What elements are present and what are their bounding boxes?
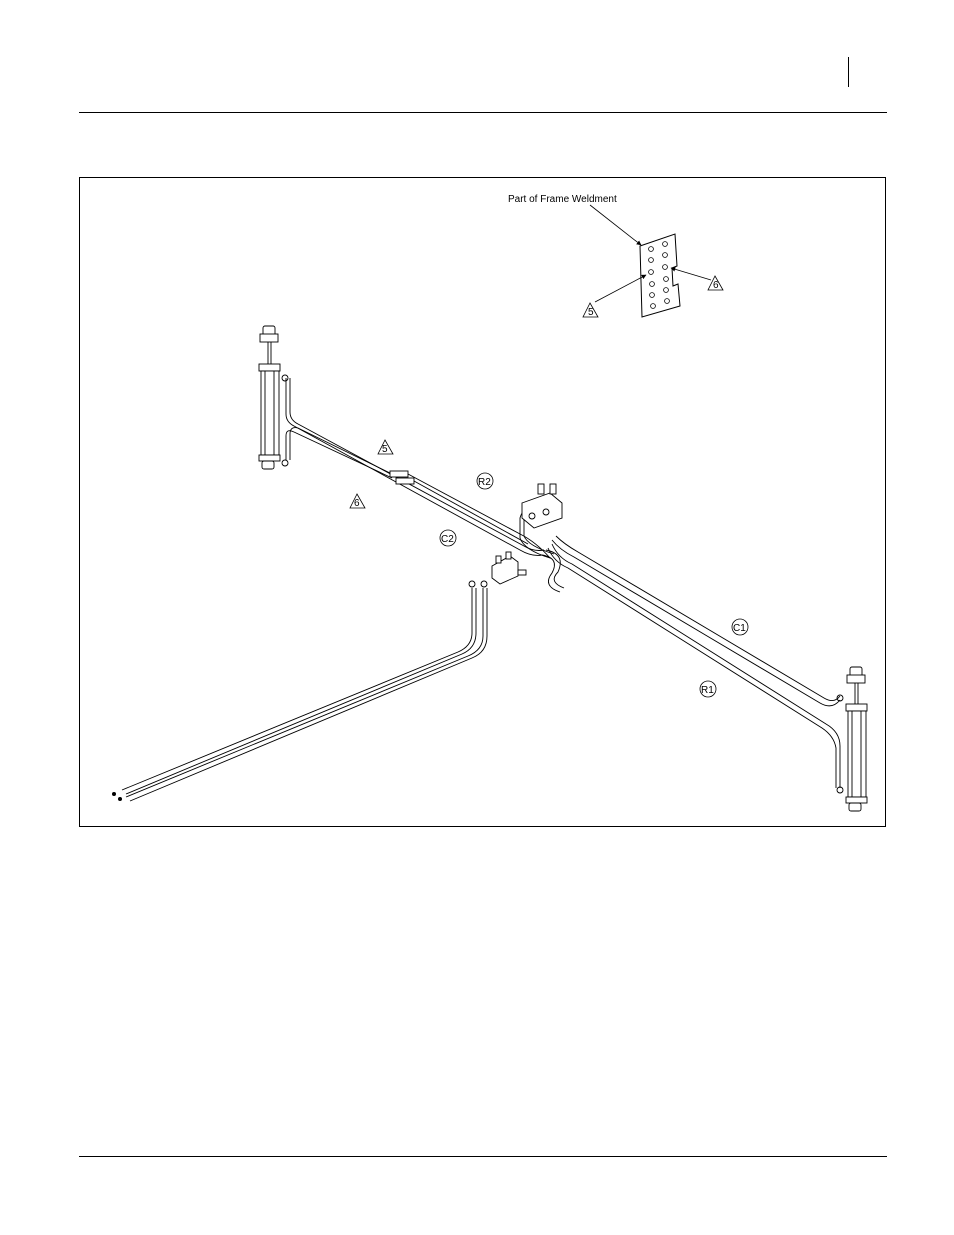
footer-rule xyxy=(79,1156,887,1157)
callout-c1: C1 xyxy=(732,619,748,635)
right-hydraulic-cylinder xyxy=(837,667,867,811)
callout-hose-5: 5 xyxy=(378,440,393,455)
callout-c2: C2 xyxy=(440,530,456,546)
callout-hose-5-text: 5 xyxy=(382,444,388,455)
valve-block-upper xyxy=(522,484,562,528)
header-tick xyxy=(848,57,849,87)
frame-weldment-plate xyxy=(640,234,680,317)
hydraulic-diagram: Part of Frame Weldment 5 6 xyxy=(80,178,887,828)
callout-plate-5-text: 5 xyxy=(588,307,594,318)
header-rule xyxy=(79,112,887,113)
callout-r2: R2 xyxy=(477,473,493,489)
hydraulic-hose-figure: Part of Frame Weldment 5 6 xyxy=(79,177,886,827)
callout-r2-text: R2 xyxy=(478,477,491,488)
callout-c1-text: C1 xyxy=(733,623,746,634)
callout-plate-6: 6 xyxy=(708,276,723,291)
callout-plate-5: 5 xyxy=(583,303,598,318)
frame-weldment-label: Part of Frame Weldment xyxy=(508,194,617,205)
callout-c2-text: C2 xyxy=(441,534,454,545)
callout-plate-6-text: 6 xyxy=(713,280,719,291)
callout-r1-text: R1 xyxy=(701,685,714,696)
callout-r1: R1 xyxy=(700,681,716,697)
callout-hose-6: 6 xyxy=(350,494,365,509)
hydraulic-hoses xyxy=(122,378,840,801)
left-hydraulic-cylinder xyxy=(259,326,288,469)
hose-tips xyxy=(112,792,122,801)
valve-block-lower xyxy=(469,552,526,587)
callout-hose-6-text: 6 xyxy=(354,498,360,509)
